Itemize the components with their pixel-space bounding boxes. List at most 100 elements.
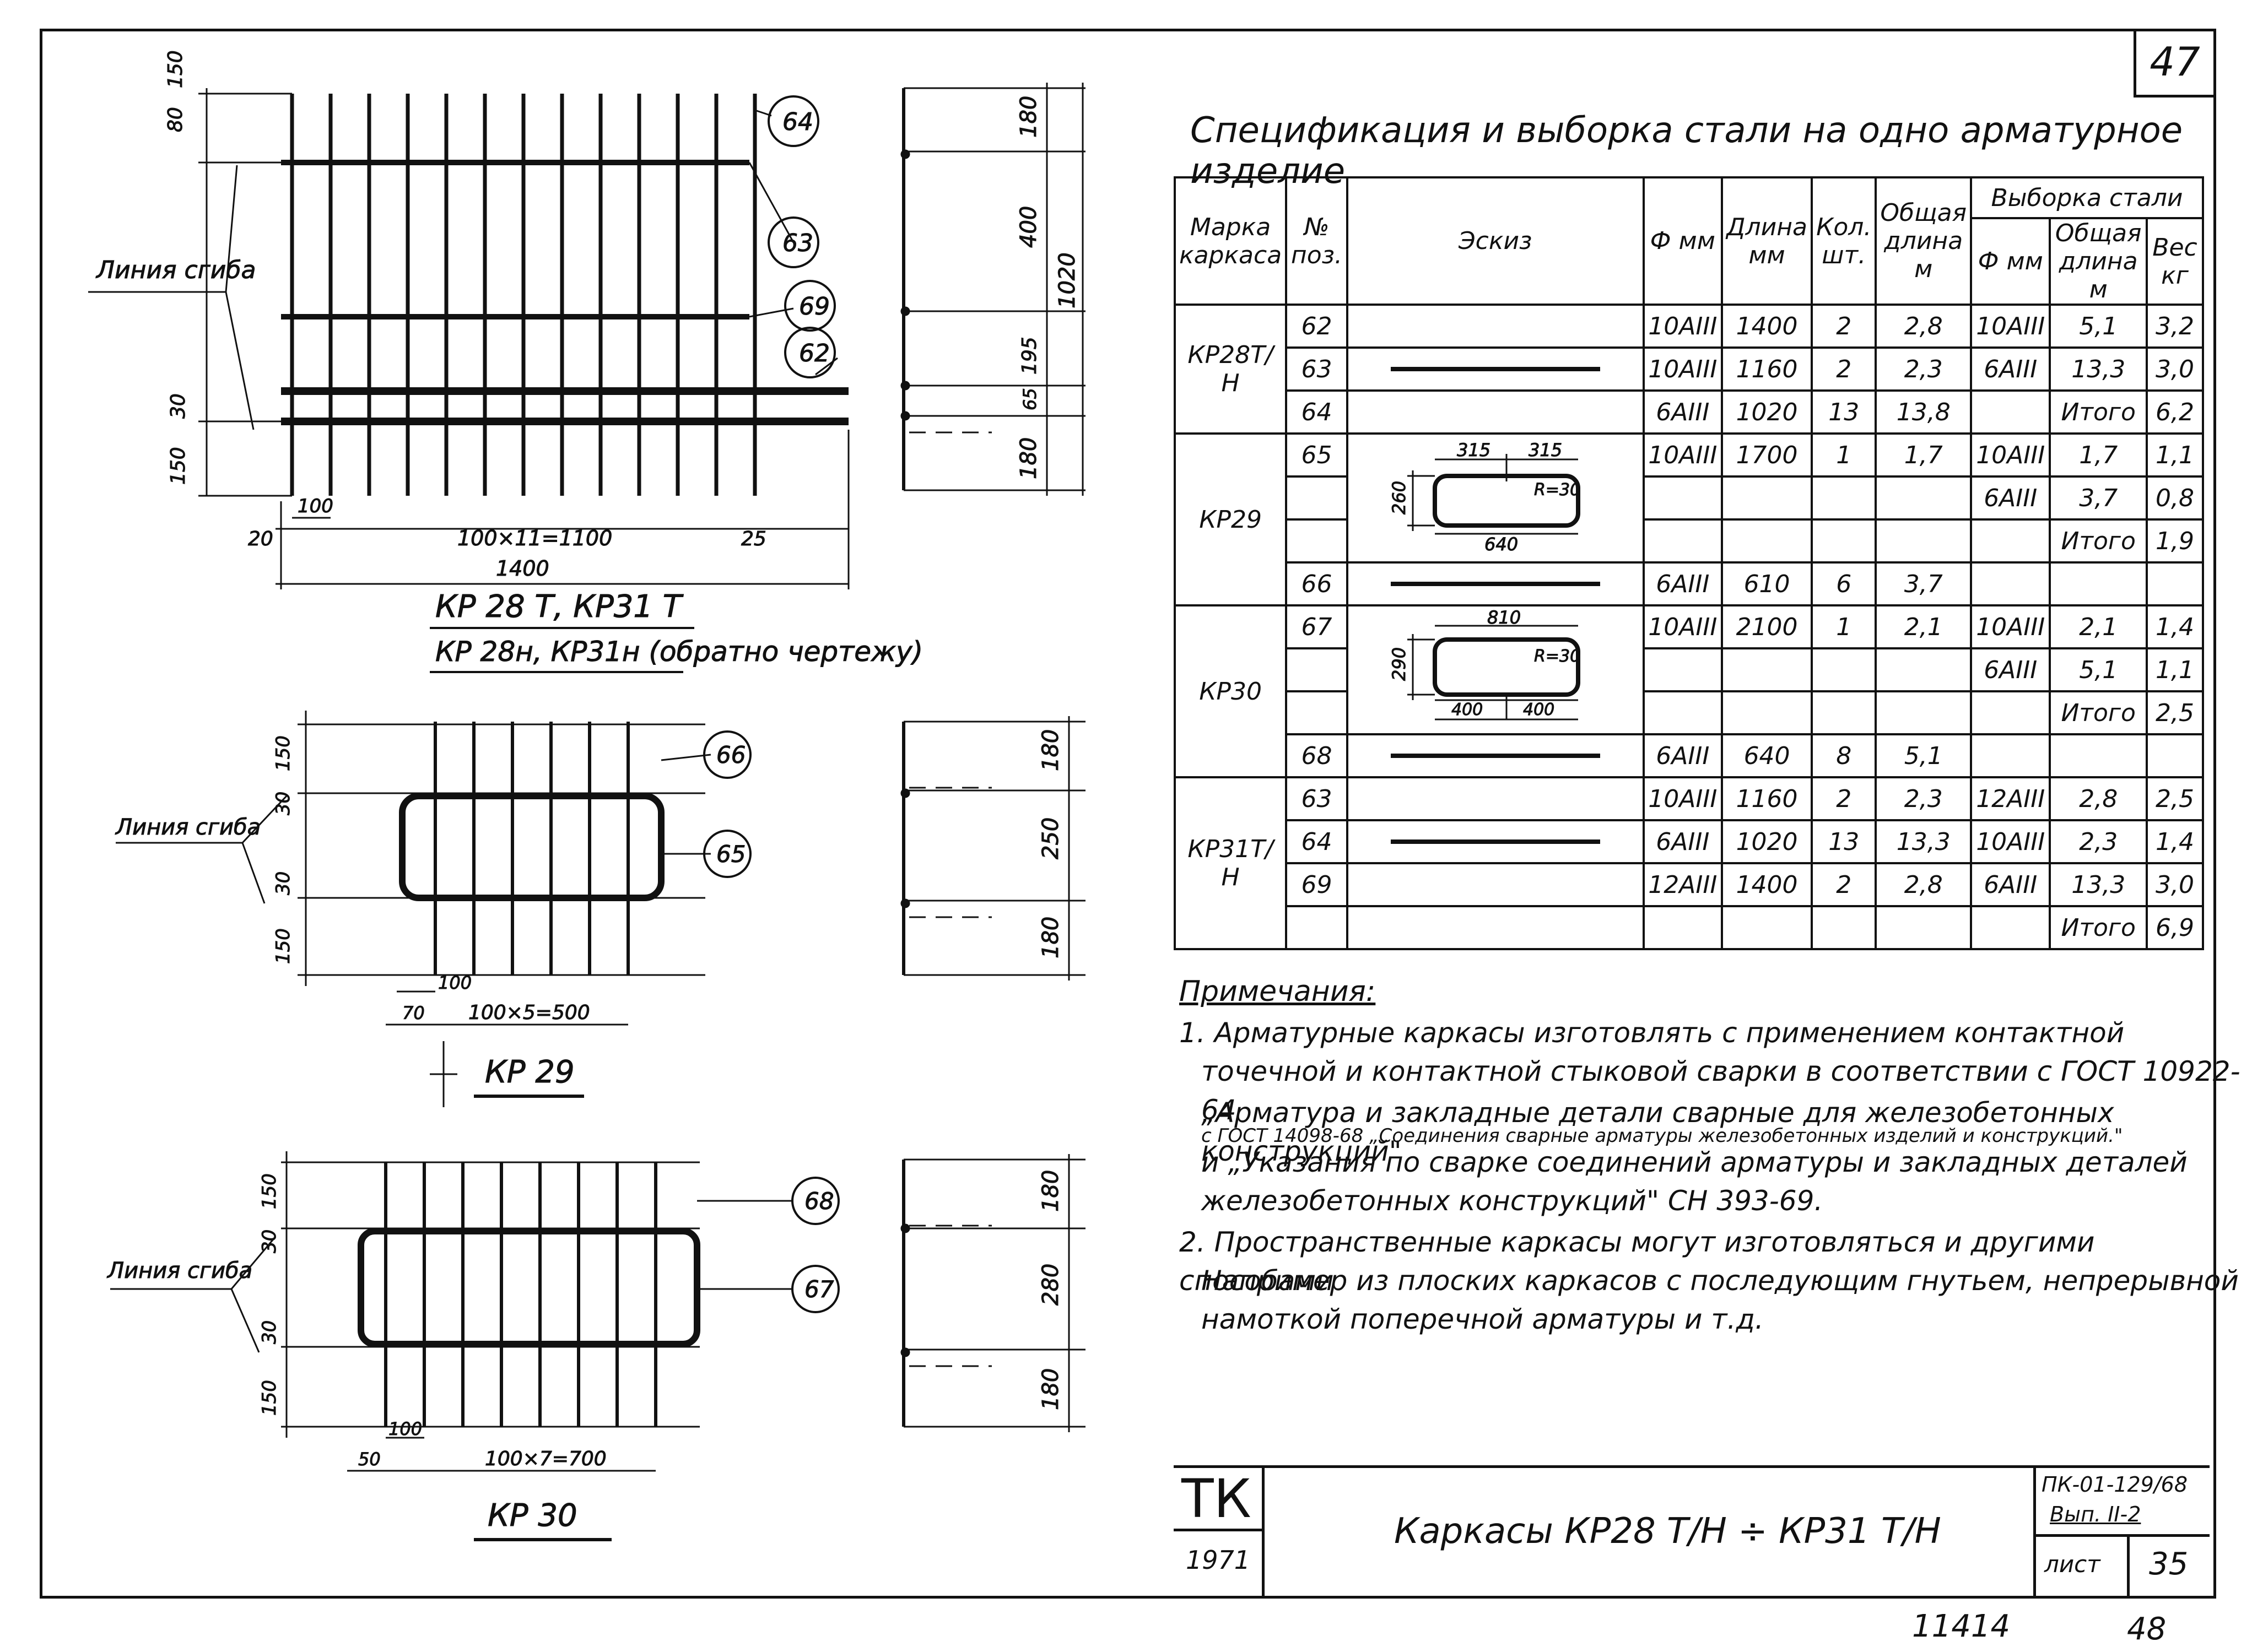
hdr-sel-total-len: Общая длина м [2049, 217, 2148, 306]
cell-sel-total-len: 3,7 [2049, 475, 2148, 521]
bend-line-label: Линия сгиба [106, 1258, 252, 1283]
side-195: 195 [1018, 337, 1041, 375]
drawing-kr28: 64 63 69 62 Линия сгиба 80 150 30 150 10… [88, 50, 1086, 673]
sketch-straight-bar [1346, 561, 1645, 606]
side-180b: 180 [1038, 1368, 1063, 1410]
hdr-total-len: Общая длина м [1875, 176, 1973, 306]
cell-sel-dia [1970, 905, 2051, 950]
dim-30: 30 [272, 792, 294, 815]
cell-sel-dia [1970, 733, 2051, 778]
cell-pos [1285, 905, 1348, 950]
cell-weight: 1,1 [2146, 432, 2204, 478]
cell-total-len: 2,1 [1875, 604, 1973, 649]
kr30-dim-top: 810 [1487, 609, 1521, 628]
cell-weight: 2,5 [2146, 776, 2204, 821]
cell-pos: 69 [1285, 862, 1348, 907]
hdr-sel-dia: Ф мм [1970, 217, 2051, 306]
cell-mark: КР28Т/Н [1173, 304, 1288, 435]
cell-pos: 62 [1285, 304, 1348, 349]
cell-length: 1700 [1720, 432, 1813, 478]
cell-weight: 1,9 [2146, 518, 2204, 564]
bend-line-label: Линия сгиба [95, 256, 256, 284]
sketch-empty [1346, 776, 1645, 821]
side-280: 280 [1038, 1264, 1063, 1306]
cell-length [1720, 475, 1813, 521]
pos-63-label: 63 [782, 229, 813, 257]
cell-sel-dia [1970, 518, 2051, 564]
cell-total-len: 13,3 [1875, 819, 1973, 864]
cell-pos: 63 [1285, 346, 1348, 392]
cell-length [1720, 690, 1813, 735]
cell-total-len: 1,7 [1875, 432, 1973, 478]
cell-dia: 6АIII [1642, 733, 1724, 778]
pos-64-label: 64 [782, 108, 813, 136]
hdr-qty: Кол. шт. [1811, 176, 1877, 306]
cell-length [1720, 518, 1813, 564]
cell-pos: 68 [1285, 733, 1348, 778]
cell-sel-total-len: Итого [2049, 690, 2148, 735]
cell-dia [1642, 690, 1724, 735]
cell-sel-total-len: 1,7 [2049, 432, 2148, 478]
cell-pos: 67 [1285, 604, 1348, 649]
dim-80: 80 [164, 107, 187, 132]
cell-length: 1020 [1720, 819, 1813, 864]
cell-total-len [1875, 475, 1973, 521]
cell-total-len: 2,8 [1875, 304, 1973, 349]
cell-length: 640 [1720, 733, 1813, 778]
side-65: 65 [1019, 388, 1040, 410]
bottom-number-right: 48 [2127, 1611, 2167, 1647]
cell-dia [1642, 518, 1724, 564]
caption-kr30: КР 30 [488, 1498, 577, 1534]
cell-sel-total-len [2049, 733, 2148, 778]
spec-title: Спецификация и выборка стали на одно арм… [1190, 110, 2183, 192]
cell-total-len: 2,8 [1875, 862, 1973, 907]
straight-bar-icon [1390, 754, 1600, 758]
cell-pos [1285, 518, 1348, 564]
dim-100: 100 [298, 495, 333, 517]
cell-qty: 2 [1811, 346, 1877, 392]
cell-qty: 13 [1811, 819, 1877, 864]
dim-70: 70 [402, 1003, 425, 1023]
cell-total-len: 3,7 [1875, 561, 1973, 606]
title-block: ТК 1971 Каркасы КР28 Т/Н ÷ КР31 Т/Н ПК-0… [1174, 1465, 2210, 1599]
cell-weight [2146, 733, 2204, 778]
cell-pos: 64 [1285, 389, 1348, 435]
note-2-line-3: намоткой поперечной арматуры и т.д. [1201, 1303, 1764, 1335]
cell-sel-dia: 6АIII [1970, 475, 2051, 521]
cell-sel-total-len: 5,1 [2049, 304, 2148, 349]
dim-150: 150 [272, 735, 294, 771]
cell-total-len: 13,8 [1875, 389, 1973, 435]
note-1-line-2: точечной и контактной стыковой сварки в … [1201, 1055, 2240, 1126]
cell-dia [1642, 475, 1724, 521]
cell-weight: 1,1 [2146, 647, 2204, 692]
stamp-issue: Вып. II-2 [2050, 1502, 2141, 1526]
dim-100: 100 [388, 1418, 422, 1439]
cell-pos [1285, 475, 1348, 521]
kr29-dim-h: 260 [1389, 480, 1409, 514]
dim-30: 30 [258, 1229, 280, 1253]
cell-sel-total-len: 2,8 [2049, 776, 2148, 821]
drawing-frame [40, 29, 2216, 1599]
bottom-number-left: 11414 [1912, 1608, 2011, 1644]
cell-dia: 10АIII [1642, 604, 1724, 649]
cell-dia: 6АIII [1642, 389, 1724, 435]
dim-150b: 150 [258, 1380, 280, 1416]
cell-length: 1400 [1720, 862, 1813, 907]
dim-25: 25 [741, 528, 766, 550]
cell-weight: 2,5 [2146, 690, 2204, 735]
dim-30b: 30 [272, 871, 294, 895]
side-400: 400 [1016, 206, 1041, 248]
caption-kr28n: КР 28н, КР31н (обратно чертежу) [435, 636, 923, 668]
cell-weight: 6,2 [2146, 389, 2204, 435]
side-180b: 180 [1038, 917, 1063, 958]
note-2-line-1: 2. Пространственные каркасы могут изгото… [1179, 1226, 2095, 1297]
sketch-empty [1346, 389, 1645, 435]
